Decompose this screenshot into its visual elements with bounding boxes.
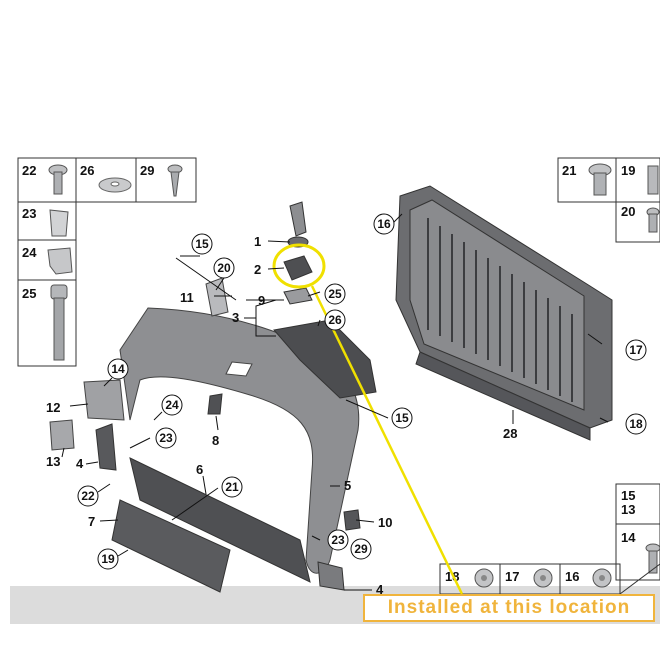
circle-20: 20	[217, 261, 231, 275]
label-6: 6	[196, 462, 203, 477]
circle-14: 14	[111, 362, 125, 376]
circled-labels	[77, 213, 647, 570]
highlight-marker	[272, 243, 464, 595]
circle-15a: 15	[195, 237, 209, 251]
label-2: 2	[254, 262, 261, 277]
label-4b: 4	[376, 582, 384, 597]
clip-icon-19	[647, 165, 659, 195]
bolt-head-icon	[474, 568, 612, 588]
label-22: 22	[22, 163, 36, 178]
plate-carrier	[111, 457, 311, 593]
label-15: 15	[621, 488, 635, 503]
label-23: 23	[22, 206, 36, 221]
label-8: 8	[212, 433, 219, 448]
radiator-grille	[395, 185, 613, 441]
expansion-nut-icon	[588, 163, 612, 196]
label-16: 16	[565, 569, 579, 584]
label-11: 11	[180, 290, 194, 305]
label-25: 25	[22, 286, 36, 301]
label-13: 13	[621, 502, 635, 517]
label-9: 9	[258, 293, 265, 308]
circle-29: 29	[354, 542, 368, 556]
screw-icon	[167, 164, 183, 197]
label-10: 10	[378, 515, 392, 530]
label-29: 29	[140, 163, 154, 178]
circle-21: 21	[225, 480, 239, 494]
label-12: 12	[46, 400, 60, 415]
leader-lines	[61, 213, 609, 591]
label-7: 7	[88, 514, 95, 529]
label-24: 24	[22, 245, 37, 260]
circle-18: 18	[629, 417, 643, 431]
circle-16: 16	[377, 217, 391, 231]
label-26: 26	[80, 163, 94, 178]
bolt-icon	[50, 284, 68, 361]
spring-nut-icon	[49, 209, 69, 237]
label-19: 19	[621, 163, 635, 178]
circle-25: 25	[328, 287, 342, 301]
label-5: 5	[344, 478, 351, 493]
circle-23a: 23	[159, 431, 173, 445]
screw-icon-bottom-right	[645, 543, 660, 574]
circle-17: 17	[629, 343, 643, 357]
side-brackets	[49, 277, 361, 591]
label-3: 3	[232, 310, 239, 325]
label-4a: 4	[76, 456, 84, 471]
label-28: 28	[503, 426, 517, 441]
circle-23b: 23	[331, 533, 345, 547]
fastener-table-right	[557, 157, 660, 243]
label-17: 17	[505, 569, 519, 584]
installed-location-callout: Installed at this location	[363, 594, 655, 622]
circle-15b: 15	[395, 411, 409, 425]
clip-nut-icon	[47, 247, 73, 275]
label-1: 1	[254, 234, 261, 249]
washer-icon	[98, 177, 132, 193]
label-13: 13	[46, 454, 60, 469]
circle-24: 24	[165, 398, 179, 412]
label-21: 21	[562, 163, 576, 178]
fastener-table-left	[17, 157, 197, 367]
circle-26: 26	[328, 313, 342, 327]
label-20: 20	[621, 204, 635, 219]
circle-22: 22	[81, 489, 95, 503]
ornament-assembly	[273, 201, 377, 399]
circle-19: 19	[101, 552, 115, 566]
push-clip-icon	[48, 164, 68, 195]
clip-icon-20	[646, 207, 660, 233]
label-14: 14	[621, 530, 636, 545]
